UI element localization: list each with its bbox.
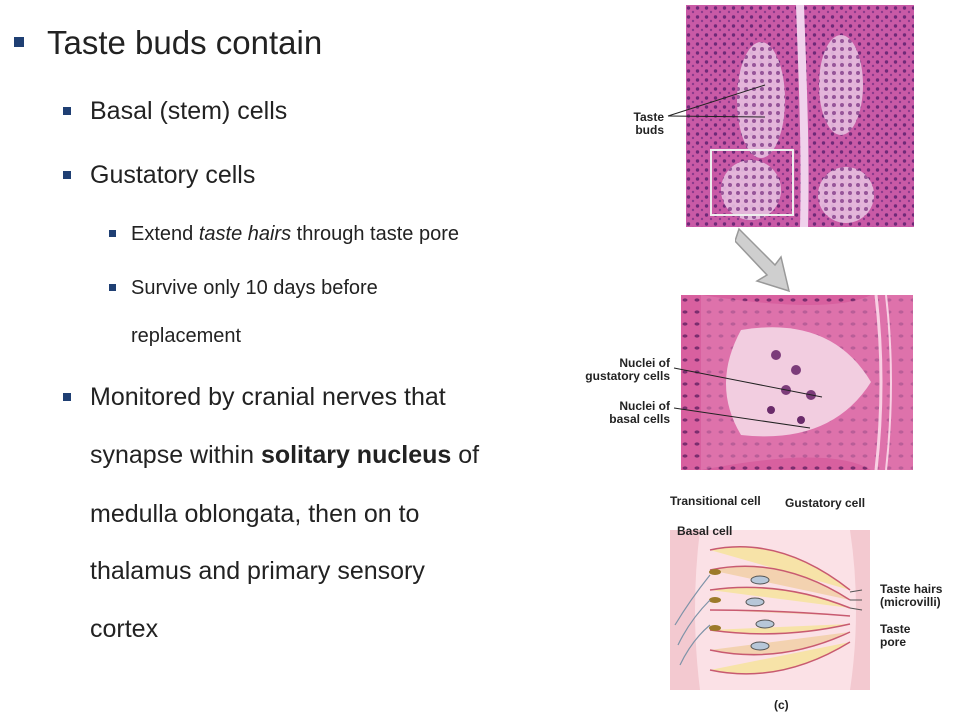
monitored-line2-pre: synapse within <box>90 441 261 469</box>
label-taste-buds-line1: Taste <box>633 110 664 124</box>
label-taste-pore: Taste pore <box>880 623 910 649</box>
histology-panel-closeup <box>681 294 913 471</box>
bullet-basal-cells: Basal (stem) cells <box>90 97 288 125</box>
bullet-monitored-line3: medulla oblongata, then on to <box>90 500 420 528</box>
label-taste-pore-line1: Taste <box>880 622 911 636</box>
extend-text-pre: Extend <box>131 223 199 245</box>
bullet-survive-line2: replacement <box>131 325 242 347</box>
taste-bud-diagram <box>670 530 870 690</box>
label-taste-pore-line2: pore <box>880 635 907 649</box>
extend-text-em: taste hairs <box>198 223 292 245</box>
bullet-marker <box>109 284 116 291</box>
label-taste-hairs-line1: Taste hairs <box>880 582 943 596</box>
solitary-nucleus-term: solitary nucleus <box>260 441 452 469</box>
bullet-marker <box>109 230 116 237</box>
bullet-monitored-line2: synapse within solitary nucleus of <box>90 441 479 470</box>
bullet-monitored-line1: Monitored by cranial nerves that <box>90 383 446 411</box>
label-nuclei-basal-line1: Nuclei of <box>619 399 670 413</box>
bullet-marker <box>63 393 71 401</box>
label-nuclei-gustatory: Nuclei of gustatory cells <box>560 357 670 383</box>
label-gustatory-cell: Gustatory cell <box>785 496 866 510</box>
bullet-extend-taste-hairs: Extend taste hairs through taste pore <box>131 223 459 246</box>
bullet-monitored-line5: cortex <box>90 615 159 643</box>
bullet-marker <box>63 107 71 115</box>
label-taste-hairs-line2: (microvilli) <box>880 595 941 609</box>
bullet-title: Taste buds contain <box>47 24 323 61</box>
bullet-marker <box>14 37 24 47</box>
label-taste-buds: Taste buds <box>606 111 664 137</box>
bullet-gustatory-cells: Gustatory cells <box>90 161 256 189</box>
bullet-monitored-line4: thalamus and primary sensory <box>90 557 425 585</box>
zoom-arrow-icon <box>735 227 791 293</box>
monitored-line2-post: of <box>451 441 480 469</box>
label-transitional-cell: Transitional cell <box>670 494 761 508</box>
label-nuclei-basal-line2: basal cells <box>609 412 670 426</box>
bullet-survive-line1: Survive only 10 days before <box>131 277 378 299</box>
label-basal-cell: Basal cell <box>677 524 733 538</box>
label-taste-buds-line2: buds <box>635 123 664 137</box>
histology-panel-taste-buds <box>686 5 914 227</box>
label-nuclei-basal: Nuclei of basal cells <box>560 400 670 426</box>
extend-text-post: through taste pore <box>291 223 459 245</box>
label-taste-hairs: Taste hairs (microvilli) <box>880 583 942 609</box>
bullet-marker <box>63 171 71 179</box>
label-nuclei-gustatory-line2: gustatory cells <box>585 369 670 383</box>
panel-c-caption: (c) <box>774 698 789 712</box>
label-nuclei-gustatory-line1: Nuclei of <box>619 356 670 370</box>
